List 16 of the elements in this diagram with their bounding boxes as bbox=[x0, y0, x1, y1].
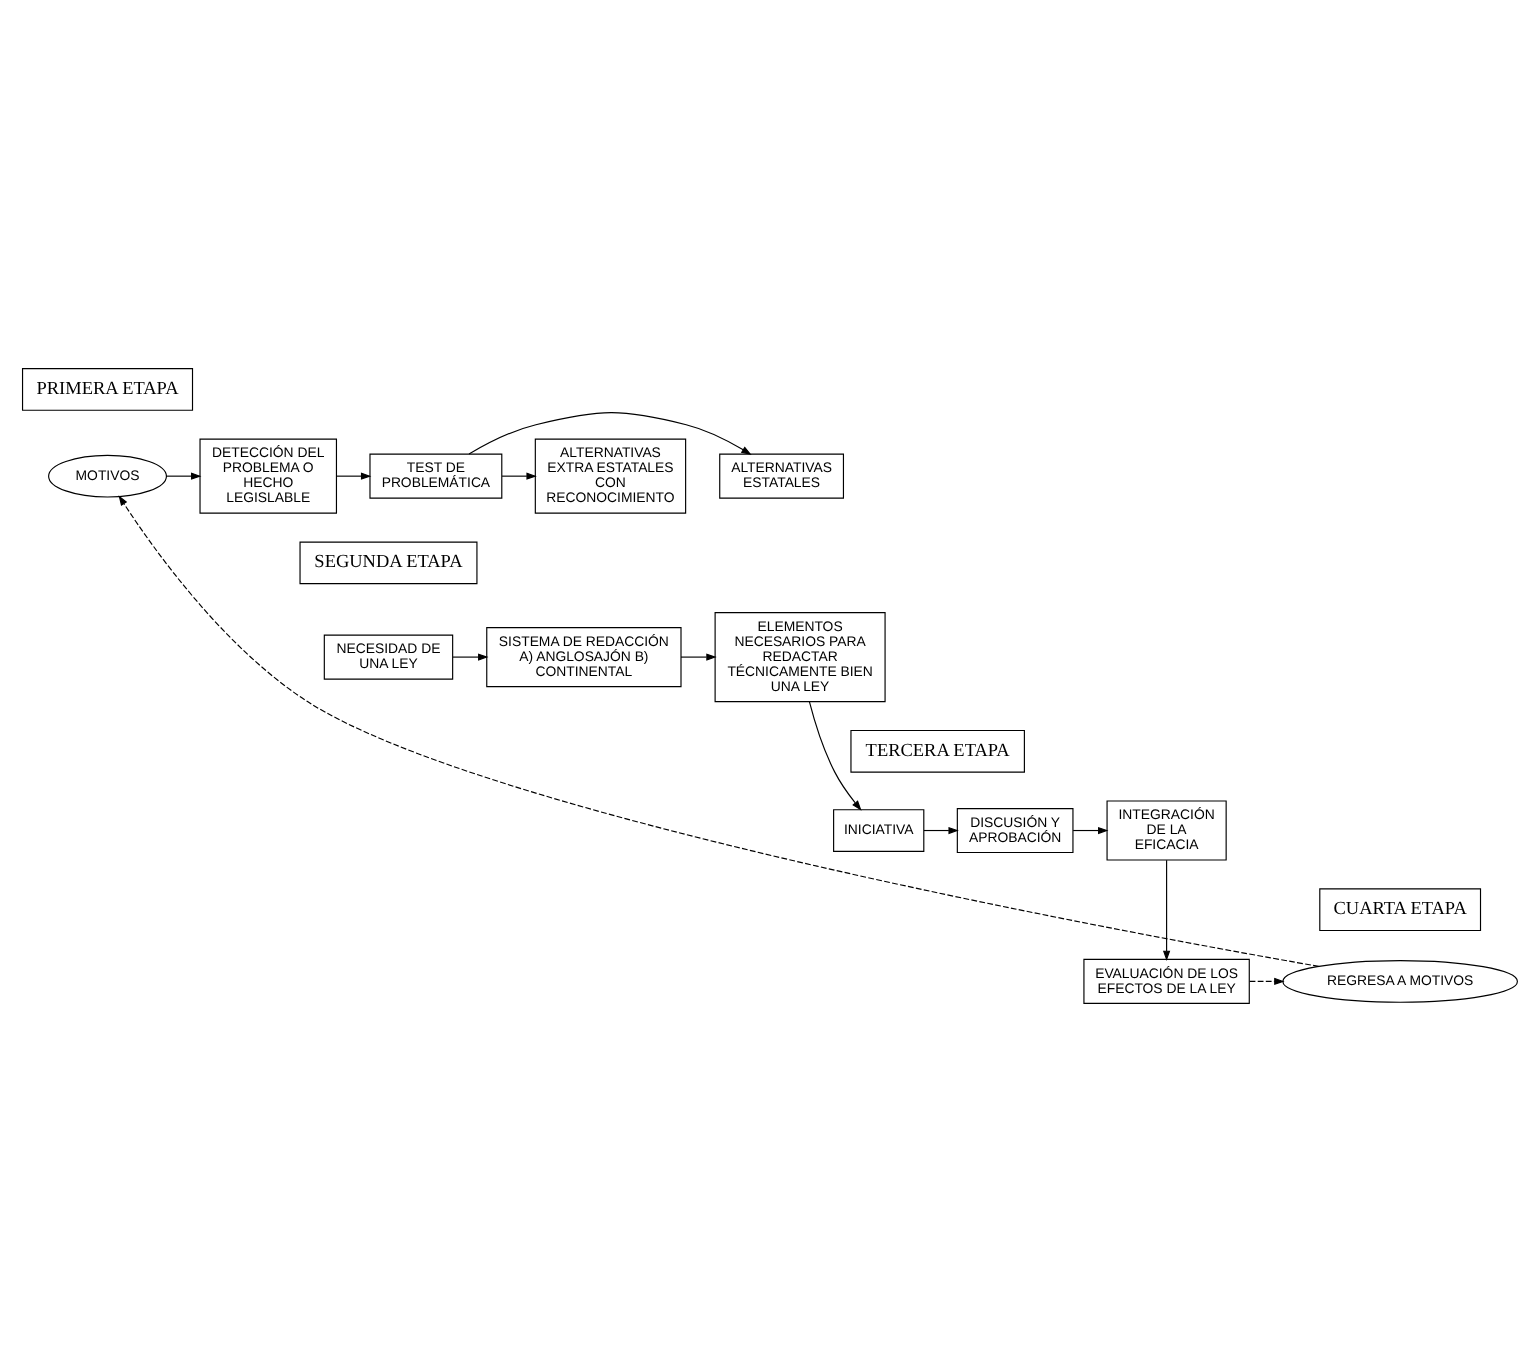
node-box: PRIMERA ETAPA bbox=[21, 368, 194, 411]
arrow bbox=[118, 495, 1320, 967]
node-box: SEGUNDA ETAPA bbox=[299, 541, 478, 585]
arrow bbox=[336, 472, 372, 480]
arrow bbox=[680, 653, 717, 661]
arrow bbox=[165, 472, 202, 480]
arrow bbox=[1162, 859, 1171, 962]
arrow bbox=[501, 472, 537, 480]
arrow bbox=[808, 701, 862, 811]
node-box: CUARTA ETAPA bbox=[1319, 888, 1482, 932]
arrow bbox=[1072, 826, 1109, 835]
arrow bbox=[468, 412, 752, 455]
node-box: TERCERA ETAPA bbox=[850, 729, 1025, 773]
arrow bbox=[1249, 977, 1285, 986]
arrow bbox=[452, 653, 489, 661]
arrow bbox=[923, 826, 959, 835]
